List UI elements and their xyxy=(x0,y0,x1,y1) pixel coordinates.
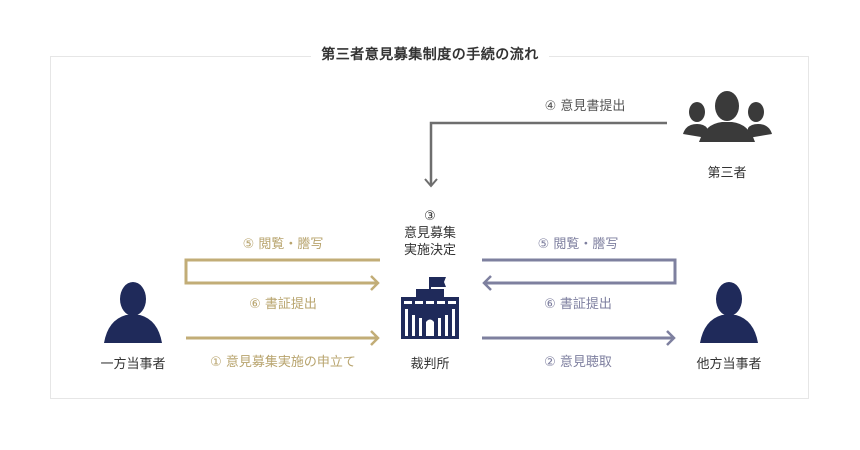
label-party-a: 一方当事者 xyxy=(100,357,166,372)
arrow-step5-6-right xyxy=(482,258,677,291)
label-step4: ④ 意見書提出 xyxy=(544,99,626,114)
courthouse-icon xyxy=(401,277,459,339)
court-decision-line1: 意見募集 xyxy=(403,226,457,241)
label-step5-left: ⑤ 閲覧・謄写 xyxy=(242,237,324,252)
label-step2: ② 意見聴取 xyxy=(544,355,612,370)
label-step5-right: ⑤ 閲覧・謄写 xyxy=(537,237,619,252)
label-step1: ① 意見募集実施の申立て xyxy=(210,355,356,370)
person-icon-right xyxy=(700,282,758,343)
diagram-title: 第三者意見募集制度の手続の流れ xyxy=(311,47,549,63)
arrow-step5-6-left xyxy=(184,258,380,291)
court-decision-line2: 実施決定 xyxy=(403,243,457,258)
label-party-b: 他方当事者 xyxy=(696,357,762,372)
label-step6-left: ⑥ 書証提出 xyxy=(249,297,317,312)
label-third-party: 第三者 xyxy=(707,166,747,181)
diagram-title-wrap: 第三者意見募集制度の手続の流れ xyxy=(0,44,860,64)
arrow-step1 xyxy=(186,330,380,346)
group-icon xyxy=(683,91,772,142)
label-court: 裁判所 xyxy=(410,357,450,372)
arrow-step4 xyxy=(424,121,667,188)
label-step6-right: ⑥ 書証提出 xyxy=(544,297,612,312)
court-decision-step: ③ xyxy=(424,209,436,224)
person-icon-left xyxy=(104,282,162,343)
court-decision-label: ③ 意見募集 実施決定 xyxy=(404,208,456,259)
arrow-step2 xyxy=(482,330,676,346)
